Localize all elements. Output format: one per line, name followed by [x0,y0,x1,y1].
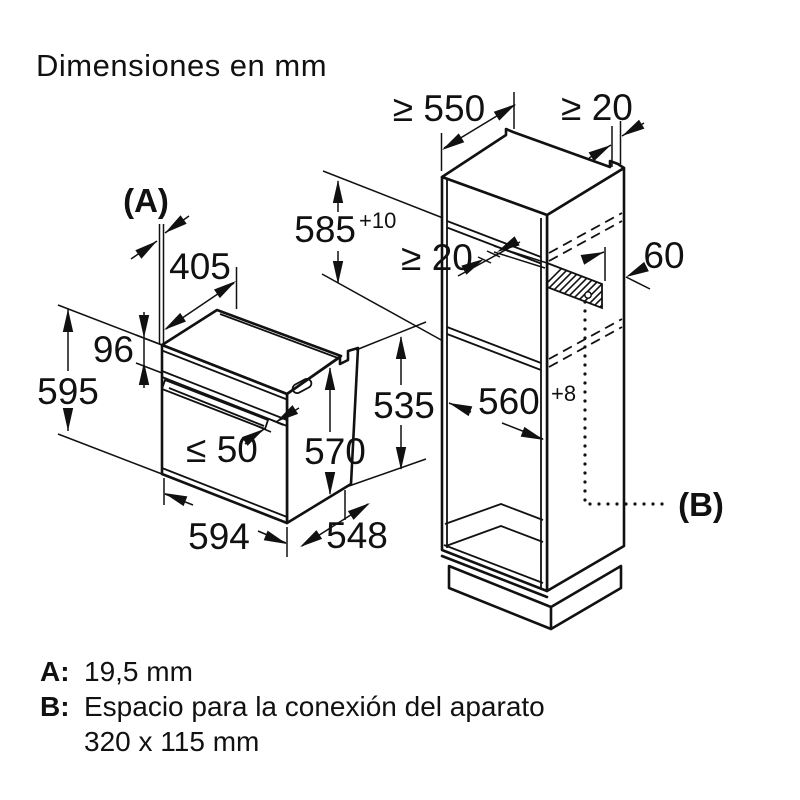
dim-cabinet-cable-gap-20: ≥ 20 [401,236,521,278]
dim-cabinet-niche-width-560: 560 +8 [447,381,576,445]
dim-oven-height-595: 595 [37,304,163,475]
legend: A: 19,5 mm B: Espacio para la conexión del… [40,654,545,759]
dim-cabinet-rear-clearance-60: 60 [580,235,685,290]
oven-depth-label: 548 [326,515,388,556]
legend-line-b: B: Espacio para la conexión del aparato [40,689,545,724]
oven-body-height-label: 535 [373,385,435,426]
dim-oven-front-height-570: 570 [304,367,366,495]
oven-top-depth-label: 405 [169,246,231,287]
cabinet-rear-gap-label: ≥ 20 [561,87,633,128]
cabinet-cable-gap-label: ≥ 20 [401,237,473,278]
cabinet-drawing [440,127,669,631]
legend-line-b2: 320 x 115 mm [84,724,545,759]
cabinet-niche-height-tolerance: +10 [359,208,396,233]
dim-oven-ref-a: (A) [123,182,190,344]
oven-drawing [160,308,360,525]
cabinet-plinth [447,564,623,631]
oven-side-grip [291,378,313,394]
cabinet-niche-width-label: 560 [478,381,540,422]
legend-a-key: A: [40,656,70,687]
cabinet-niche-height-label: 585 [294,209,356,250]
cabinet-rear-clearance-label: 60 [643,235,684,276]
cabinet-niche-width-tolerance: +8 [551,381,576,406]
cabinet-ref-b-label: (B) [678,486,724,523]
cabinet-top-face [440,127,626,217]
legend-line-a: A: 19,5 mm [40,654,545,689]
dim-oven-control-panel-96: 96 [93,312,163,388]
oven-height-label: 595 [37,371,99,412]
oven-width-label: 594 [188,516,250,557]
legend-b-key: B: [40,691,70,722]
cabinet-interior-floor [444,503,544,547]
page-title: Dimensiones en mm [36,48,328,83]
legend-b-value: Espacio para la conexión del aparato [84,691,545,722]
niche-shelf-edge [446,326,542,364]
dim-oven-top-depth-405: 405 [161,246,239,335]
dim-oven-width-594: 594 [162,478,289,557]
dim-cabinet-rear-gap-20: ≥ 20 [561,87,645,167]
oven-control-panel-height-label: 96 [93,329,134,370]
cabinet-side-face [545,166,626,593]
dim-cabinet-depth-550: ≥ 550 [393,88,519,171]
oven-control-panel-line [161,370,288,421]
oven-ref-a-label: (A) [123,182,169,219]
oven-side-face [285,346,360,525]
oven-front-height-label: 570 [304,431,366,472]
dim-oven-body-height-535: 535 [348,321,435,487]
oven-handle-protrusion-label: ≤ 50 [186,429,258,470]
dim-cabinet-niche-height-585: 585 +10 [294,170,444,342]
dim-oven-handle-50: ≤ 50 [186,405,300,470]
niche-ceiling-edge [446,220,542,258]
legend-a-value: 19,5 mm [84,656,193,687]
legend-b-value-line2: 320 x 115 mm [84,726,260,757]
cabinet-min-depth-label: ≥ 550 [393,88,485,129]
dim-oven-depth-548: 548 [297,490,388,556]
cabinet-front-frame [440,175,549,593]
